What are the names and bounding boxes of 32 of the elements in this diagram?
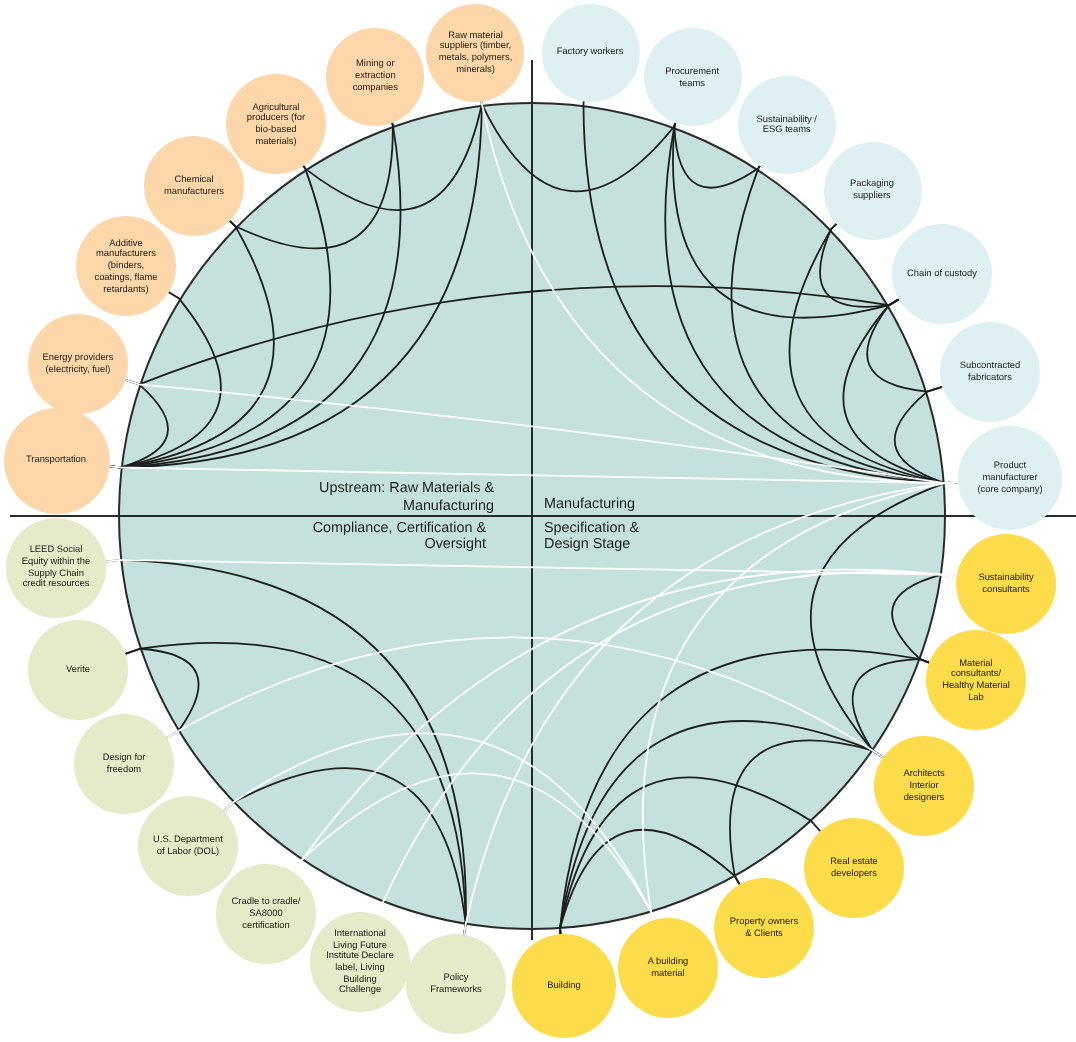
connector-line	[302, 100, 483, 211]
stakeholder-circle	[958, 426, 1062, 530]
connector-line	[165, 636, 884, 759]
stakeholder-circle	[28, 314, 128, 414]
connector-line	[480, 100, 677, 192]
stakeholder-circle	[28, 620, 128, 720]
stakeholder-circle	[74, 714, 174, 814]
stakeholder-circle	[6, 517, 106, 617]
stakeholder-circle	[310, 912, 410, 1012]
stakeholder-circle	[737, 75, 836, 174]
connector-line	[559, 648, 931, 935]
stakeholder-circle	[326, 27, 425, 126]
stakeholder-circle	[618, 918, 718, 1018]
stakeholder-circle	[76, 216, 176, 316]
connector-line	[228, 121, 394, 250]
stakeholder-circle	[216, 864, 316, 964]
stakeholder-circle	[714, 878, 814, 978]
stakeholder-circle	[892, 224, 992, 324]
stakeholder-circle	[956, 534, 1056, 634]
stakeholder-circle	[226, 74, 326, 174]
stakeholder-circle	[823, 141, 921, 239]
stakeholder-circle	[940, 322, 1040, 422]
stakeholder-circle	[643, 28, 742, 127]
stakeholder-circle	[804, 818, 904, 918]
stakeholder-circle	[138, 796, 238, 896]
stakeholder-circle	[926, 630, 1026, 730]
stakeholder-circle	[406, 934, 506, 1034]
connector-line	[463, 481, 960, 936]
stakeholder-circle	[874, 736, 974, 836]
stakeholder-circle	[426, 3, 525, 102]
stakeholder-circle	[512, 934, 616, 1038]
stakeholder-circle	[144, 136, 244, 236]
